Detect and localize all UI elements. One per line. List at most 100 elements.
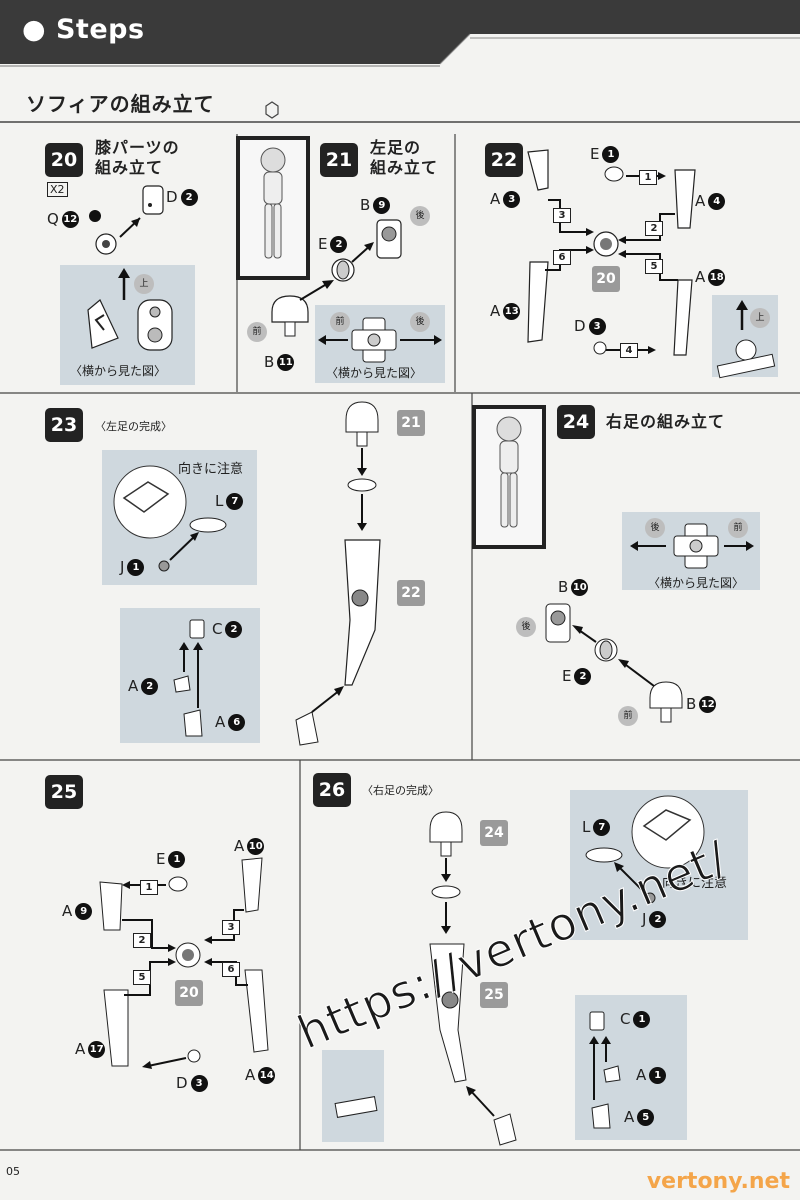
label-number: 2: [574, 668, 592, 685]
label-letter: D: [574, 317, 586, 335]
label-letter: B: [686, 695, 697, 713]
step-22-seq-1: 1: [639, 170, 657, 185]
label-letter: A: [695, 268, 706, 286]
step-22-ref-badge: 20: [592, 266, 620, 292]
step-24-number: 24: [557, 405, 595, 439]
label-letter: Q: [47, 210, 59, 228]
label-number: 1: [168, 851, 186, 868]
step-25-seq-3: 3: [222, 920, 240, 935]
step-24-front-tag: 前: [618, 706, 638, 726]
step-26-subtitle: 〈右足の完成〉: [362, 784, 439, 797]
step-26-note: 向きに注意: [662, 876, 728, 891]
label-letter: C: [212, 620, 223, 638]
step-25-seq-2: 2: [133, 933, 151, 948]
label-letter: A: [234, 837, 245, 855]
step-24-back-tag: 後: [516, 617, 536, 637]
header-title: ● Steps: [22, 14, 145, 45]
page-header: ● Steps: [0, 0, 800, 68]
header-title-text: Steps: [55, 14, 145, 45]
step-21-back-tag: 後: [410, 206, 430, 226]
label-number: 9: [373, 197, 391, 214]
step-21-panel-front-tag: 前: [330, 312, 350, 332]
header-banner-shape: [0, 0, 800, 67]
label-number: 13: [503, 303, 521, 320]
step-26-number: 26: [313, 773, 351, 807]
label-letter: E: [156, 850, 166, 868]
step-23-note: 向きに注意: [178, 462, 244, 477]
label-number: 14: [258, 1067, 276, 1084]
label-letter: D: [176, 1074, 188, 1092]
step-22-seq-3: 3: [553, 208, 571, 223]
page-number: 05: [6, 1165, 20, 1178]
label-letter: A: [62, 902, 73, 920]
label-number: 12: [61, 211, 79, 228]
label-number: 9: [75, 903, 93, 920]
step-26-side-panel: [322, 1050, 384, 1142]
step-21-number: 21: [320, 143, 358, 177]
label-number: 5: [637, 1109, 655, 1126]
step-24-panel-caption: 〈横から見た図〉: [648, 576, 745, 590]
label-letter: A: [490, 302, 501, 320]
label-letter: A: [128, 677, 139, 695]
step-25-seq-5: 5: [133, 970, 151, 985]
step-22-seq-6: 6: [553, 250, 571, 265]
label-number: 1: [633, 1011, 651, 1028]
label-number: 1: [127, 559, 145, 576]
step-21-title: 左足の 組み立て: [370, 138, 438, 178]
label-letter: B: [558, 578, 569, 596]
step-22-seq-2: 2: [645, 221, 663, 236]
step-24-panel-front-tag: 前: [728, 518, 748, 538]
step-24-title: 右足の組み立て: [606, 412, 726, 431]
step-22-number: 22: [485, 143, 523, 177]
footer-watermark: vertony.net: [646, 1169, 790, 1194]
label-number: 1: [649, 1067, 667, 1084]
label-letter: B: [360, 196, 371, 214]
step-25-ref-badge: 20: [175, 980, 203, 1006]
label-number: 1: [602, 146, 620, 163]
label-letter: A: [490, 190, 501, 208]
step-26-ref-25: 25: [480, 982, 508, 1008]
step-24-panel-back-tag: 後: [645, 518, 665, 538]
label-letter: E: [318, 235, 328, 253]
label-number: 6: [228, 714, 246, 731]
label-letter: D: [166, 188, 178, 206]
label-letter: A: [215, 713, 226, 731]
label-number: 2: [225, 621, 243, 638]
step-20-number: 20: [45, 143, 83, 177]
label-letter: E: [590, 145, 600, 163]
step-24-figure-reference: [472, 405, 546, 549]
label-letter: J: [120, 558, 125, 576]
step-26-ref-24: 24: [480, 820, 508, 846]
label-number: 7: [593, 819, 611, 836]
step-21-panel-caption: 〈横から見た図〉: [326, 366, 423, 380]
step-25-number: 25: [45, 775, 83, 809]
label-number: 10: [247, 838, 265, 855]
step-20-title-line1: 膝パーツの: [95, 138, 180, 157]
